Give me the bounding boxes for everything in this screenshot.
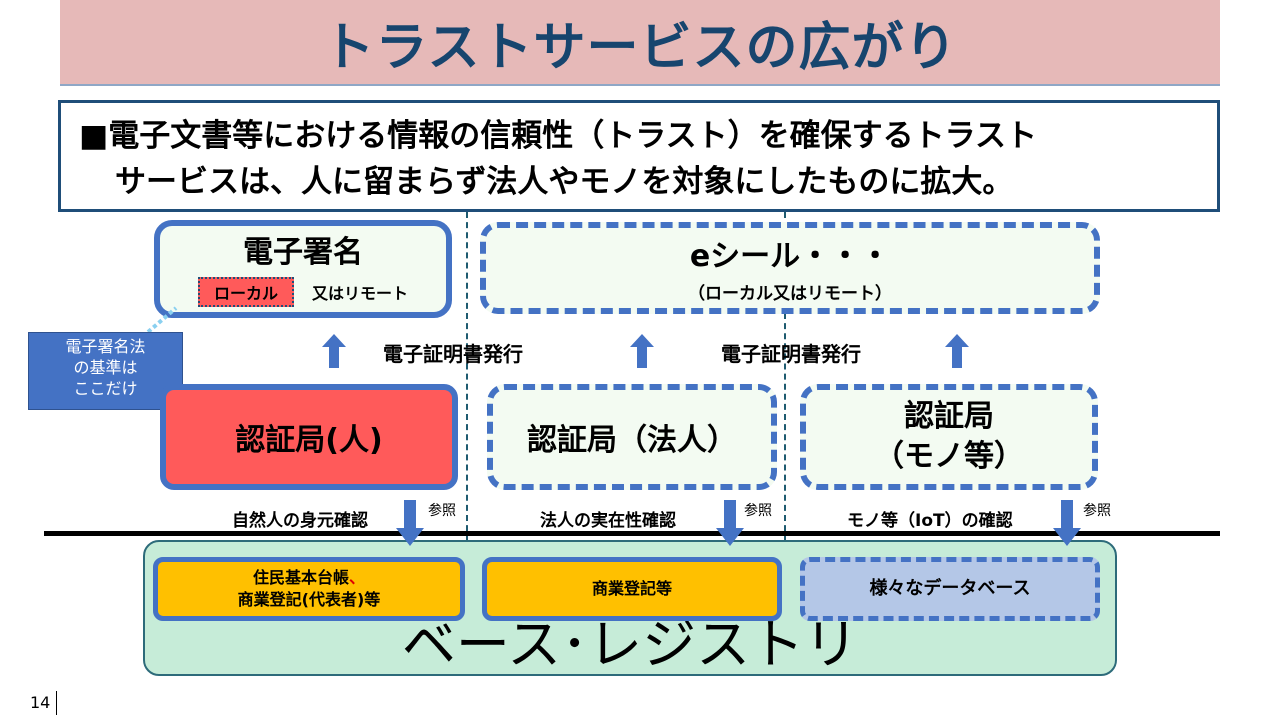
ca-things-line-1: 認証局 xyxy=(904,399,994,434)
reference-label: 参照 xyxy=(1083,503,1111,519)
callout-line-3: ここだけ xyxy=(73,379,138,398)
ca-corporation-box: 認証局（法人） xyxy=(487,384,777,490)
ca-person-box: 認証局(人) xyxy=(160,384,458,490)
e-seal-title: eシール・・・ xyxy=(689,238,891,274)
resident-registry-line-1: 住民基本台帳、 xyxy=(252,568,366,587)
ca-things-box: 認証局 （モノ等） xyxy=(800,384,1098,490)
callout-line-1: 電子署名法 xyxy=(65,337,146,356)
separator-line-2 xyxy=(784,212,786,622)
divider-line xyxy=(44,531,1220,536)
separator-line-1 xyxy=(466,212,468,622)
arrow-up-icon xyxy=(322,334,346,368)
commercial-registry-label: 商業登記等 xyxy=(591,579,672,598)
arrow-down-icon xyxy=(716,500,744,546)
signature-law-callout: 電子署名法 の基準は ここだけ xyxy=(28,332,183,410)
page-number: 14 xyxy=(30,691,58,715)
local-tag: ローカル xyxy=(197,277,294,307)
ca-corporation-label: 認証局（法人） xyxy=(527,423,737,458)
title-band: トラストサービスの広がり xyxy=(60,0,1220,86)
lead-line-1: ■電子文書等における情報の信頼性（トラスト）を確保するトラスト xyxy=(79,118,1038,154)
iot-check-label: モノ等（IoT）の確認 xyxy=(847,511,1013,531)
corporate-existence-check-label: 法人の実在性確認 xyxy=(540,511,676,531)
arrow-down-icon xyxy=(396,500,424,546)
certificate-issue-label-1: 電子証明書発行 xyxy=(383,342,523,366)
ca-things-line-2: （モノ等） xyxy=(874,439,1024,474)
person-identity-check-label: 自然人の身元確認 xyxy=(232,511,368,531)
commercial-registry-box: 商業登記等 xyxy=(482,557,782,621)
resident-registry-line-2: 商業登記(代表者)等 xyxy=(237,590,381,609)
base-registry-label: ベース･レジストリ xyxy=(401,613,859,676)
remote-text: 又はリモート xyxy=(312,284,409,303)
signature-mode-row: ローカル 又はリモート xyxy=(197,277,409,307)
lead-statement-box: ■電子文書等における情報の信頼性（トラスト）を確保するトラスト サービスは、人に… xyxy=(58,100,1220,212)
lead-line-2: サービスは、人に留まらず法人やモノを対象にしたものに拡大。 xyxy=(115,164,1014,200)
e-seal-box: eシール・・・ （ローカル又はリモート） xyxy=(480,222,1100,314)
various-database-label: 様々なデータベース xyxy=(869,578,1031,599)
e-seal-subtitle: （ローカル又はリモート） xyxy=(688,283,892,304)
various-database-box: 様々なデータベース xyxy=(800,557,1100,621)
arrow-down-icon xyxy=(1053,500,1081,546)
certificate-issue-label-2: 電子証明書発行 xyxy=(721,342,861,366)
page-title: トラストサービスの広がり xyxy=(322,17,958,78)
arrow-up-icon xyxy=(945,334,969,368)
electronic-signature-box: 電子署名 ローカル 又はリモート xyxy=(154,220,452,318)
electronic-signature-title: 電子署名 xyxy=(243,235,363,270)
reference-label: 参照 xyxy=(744,503,772,519)
arrow-up-icon xyxy=(630,334,654,368)
resident-registry-box: 住民基本台帳、 商業登記(代表者)等 xyxy=(153,557,465,621)
reference-label: 参照 xyxy=(428,503,456,519)
ca-person-label: 認証局(人) xyxy=(235,423,383,458)
callout-line-2: の基準は xyxy=(73,358,138,377)
